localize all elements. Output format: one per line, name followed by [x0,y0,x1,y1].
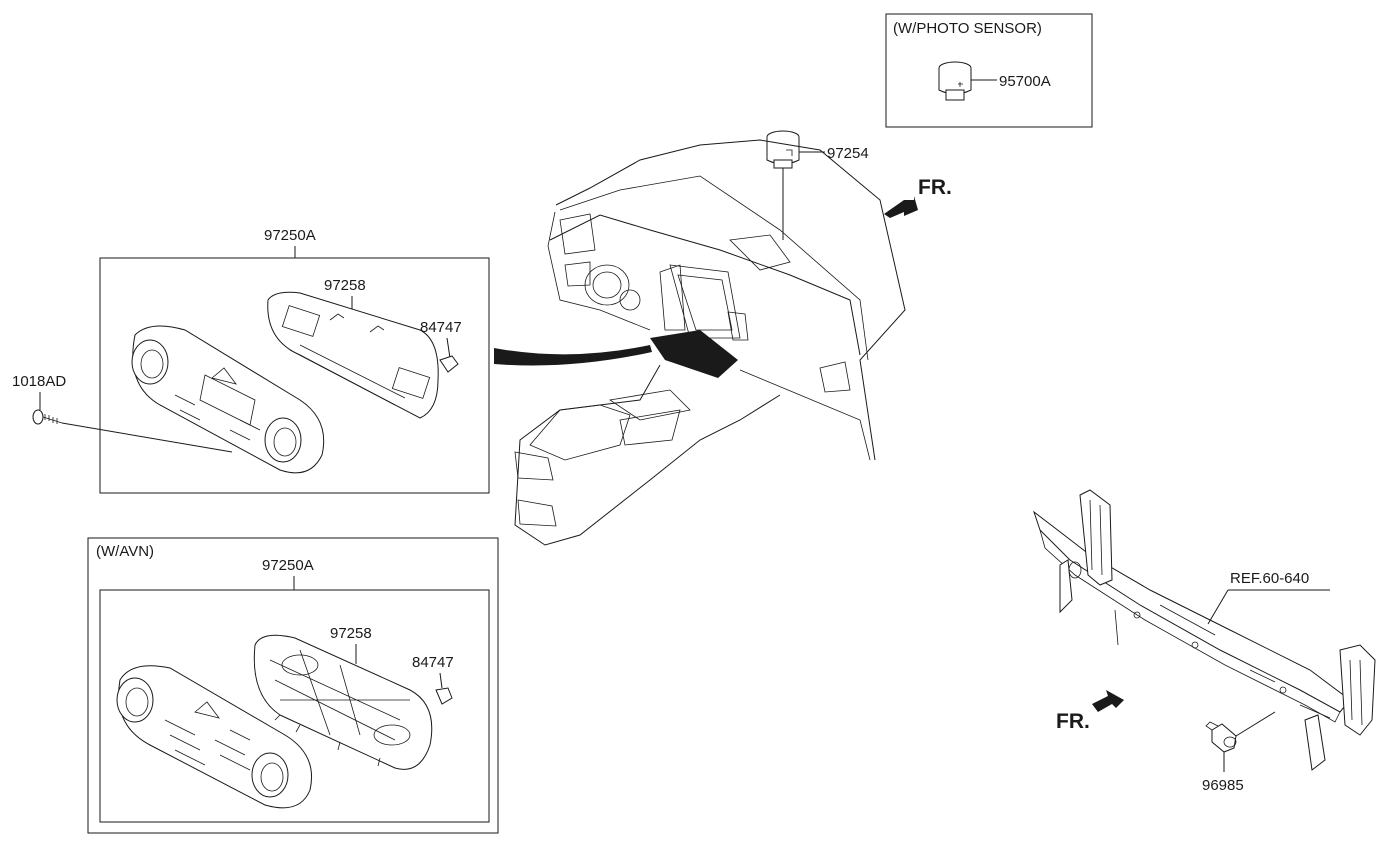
dashboard-illustration [494,139,906,546]
leader-line [1207,589,1229,625]
panel-top-number: 97258 [324,277,366,294]
rear-panel-top [267,291,439,419]
front-control-panel-top [131,325,325,474]
temperature-knob-left [131,339,169,385]
center-screen [669,264,741,339]
climate-control-location [650,330,738,378]
screw-icon [32,409,63,425]
fr-label-top: FR. [918,176,952,199]
control-assembly-bottom-box [99,589,490,823]
control-assembly-top-group: 97250A 97258 84747 1018AD [12,227,490,494]
clip-top-number: 84747 [420,319,462,336]
ambient-sensor-part-number: 96985 [1202,777,1244,794]
control-assembly-top-box [99,257,490,494]
leader-line [439,672,443,689]
hazard-icon [194,701,220,719]
leader-line [446,337,451,359]
instrument-cluster [584,264,630,306]
rear-vent [514,451,554,481]
reference-label: REF.60-640 [1230,570,1309,587]
panel-bottom-number: 97258 [330,625,372,642]
photo-sensor-box [885,13,1093,128]
temperature-knob-right [264,417,302,463]
clip-bottom-icon [435,687,453,705]
fr-label-bottom: FR. [1056,710,1090,733]
rear-panel-bottom [253,634,433,770]
leader-line [61,422,233,453]
left-vent [559,213,596,255]
sensor-icon [766,130,800,169]
control-assembly-top-number: 97250A [264,227,316,244]
photo-sensor-part-number: 95700A [999,73,1051,90]
front-control-panel-bottom [116,665,313,809]
left-bracket [1079,489,1113,586]
front-direction-top: FR. [884,176,952,218]
location-pointer [494,345,652,366]
hazard-icon [211,367,237,385]
cross-member [1033,489,1376,771]
photo-sensor-title: (W/PHOTO SENSOR) [893,20,1042,37]
avn-title: (W/AVN) [96,543,154,560]
right-bracket [1339,644,1376,736]
front-direction-bottom: FR. [1056,690,1124,733]
clip-top-icon [439,355,459,373]
arrow-icon [884,196,918,218]
temperature-knob-right [251,752,289,798]
clip-bottom-number: 84747 [412,654,454,671]
cross-member-group: REF.60-640 FR. 96985 [1033,489,1376,794]
screw-part-number: 1018AD [12,373,66,390]
armrest [529,404,631,461]
ambient-sensor-icon [1205,721,1237,753]
arrow-icon [1092,690,1124,712]
avn-outer-box [87,537,499,834]
sensor-97254-group: 97254 [766,130,869,240]
avn-group: (W/AVN) 97250A 97258 84747 [87,537,499,834]
right-vent [819,361,851,393]
control-assembly-bottom-number: 97250A [262,557,314,574]
temperature-knob-left [116,677,154,723]
photo-sensor-icon [938,61,972,101]
leader-line [1235,711,1276,737]
photo-sensor-group: (W/PHOTO SENSOR) 95700A [885,13,1093,128]
sensor-part-number: 97254 [827,145,869,162]
windshield-vent [729,234,791,271]
